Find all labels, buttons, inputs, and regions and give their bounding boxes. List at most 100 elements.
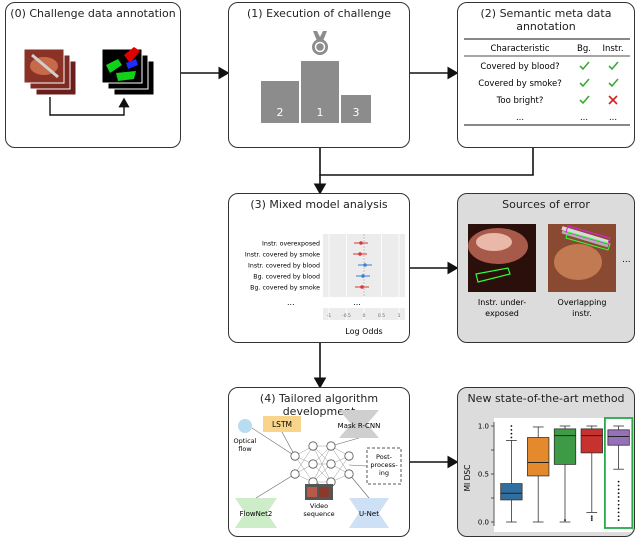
flownet-label: FlowNet2 [240, 510, 273, 518]
boxplot-outlier [510, 432, 513, 435]
forest-point [358, 252, 362, 256]
boxplot-box [553, 428, 577, 465]
mask-frames [101, 47, 155, 96]
panel-tailored-algorithm: (4) Tailored algorithm development LSTM … [228, 387, 410, 537]
panel-sources-of-error: Sources of error Instr. under-exposed Ov… [457, 193, 635, 343]
panel-semantic-meta: (2) Semantic meta data annotation Charac… [457, 2, 635, 148]
forest-tick: -1 [327, 313, 332, 319]
panel-title: (0) Challenge data annotation [10, 7, 176, 20]
meta-row-label: Too bright? [496, 96, 544, 106]
nn-node [290, 451, 300, 461]
lstm-box [263, 416, 301, 432]
panel-title: (4) Tailored algorithm development [259, 392, 379, 418]
unet-shape [349, 498, 389, 528]
boxplot-outlier [617, 480, 620, 483]
forest-point [359, 241, 363, 245]
boxplot-outlier [617, 511, 620, 514]
overlapping-image [548, 224, 616, 292]
header-instr: Instr. [602, 44, 623, 54]
nn-node [308, 459, 318, 469]
boxplot-outlier [590, 517, 593, 520]
boxplot-outlier [510, 428, 513, 431]
boxplot-outlier [510, 436, 513, 439]
check-icon [579, 95, 590, 105]
boxplot-ytick: 1.0 [478, 423, 489, 431]
podium-1: 1 [317, 106, 324, 119]
boxplot-outlier [617, 499, 620, 502]
boxplot-highlight [603, 417, 634, 529]
panel-title: Sources of error [502, 198, 590, 211]
forest-ellipsis-right: ... [353, 298, 361, 307]
nn-node [326, 441, 336, 451]
panel-title: (1) Execution of challenge [246, 7, 391, 20]
nn-link [251, 427, 296, 457]
panel-sota: New state-of-the-art method 0.0 0.5 1.0 MI… [457, 387, 635, 537]
nn-node [308, 441, 318, 451]
forest-row-label: Bg. covered by smoke [250, 285, 320, 292]
maskrcnn-shape [339, 410, 379, 438]
flownet-shape [235, 498, 277, 528]
post-processing-box [366, 447, 402, 485]
meta-row-label: Covered by smoke? [478, 79, 561, 89]
podium-3: 3 [353, 106, 360, 119]
forest-ellipsis-left: ... [287, 298, 295, 307]
nn-edge [294, 445, 314, 475]
boxplot-outlier [617, 484, 620, 487]
check-icon [608, 78, 619, 88]
boxplot-outlier [590, 519, 593, 521]
nn-link [330, 437, 360, 447]
annotation-illustration [23, 47, 155, 116]
forest-tick: 0.5 [378, 313, 385, 319]
forest-point [360, 285, 364, 289]
unet-label: U-Net [359, 510, 379, 518]
surgical-frames [23, 48, 77, 96]
forest-row-label: Instr. covered by smoke [245, 252, 320, 259]
nn-link [348, 473, 370, 499]
panel-title: New state-of-the-art method [467, 392, 625, 405]
header-characteristic: Characteristic [490, 44, 549, 54]
boxplot-ytick: 0.0 [478, 519, 489, 527]
ellipsis-2: ... [580, 113, 588, 123]
boxplot-ytick: 0.5 [478, 471, 489, 479]
caption-underexposed: Instr. under-exposed [478, 298, 526, 318]
cross-icon [608, 95, 618, 105]
nn-edge [330, 455, 350, 483]
podium-2: 2 [277, 106, 284, 119]
forest-point [361, 274, 365, 278]
boxplot: 0.0 0.5 1.0 MI DSC [463, 417, 634, 532]
check-icon [608, 61, 619, 71]
boxplot-outlier [590, 515, 593, 518]
panel-challenge-annotation: (0) Challenge data annotation [5, 2, 181, 148]
boxplot-outlier [510, 425, 513, 427]
panel-title: (2) Semantic meta data annotation [480, 7, 612, 33]
sources-ellipsis: ... [622, 255, 631, 265]
podium-illustration: 2 1 3 [261, 31, 371, 123]
boxplot-outlier [617, 496, 620, 498]
boxplot-outlier [617, 515, 620, 518]
boxplot-box [527, 437, 550, 477]
nn-node [290, 469, 300, 479]
forest-xlabel: Log Odds [345, 327, 382, 336]
nn-edge [312, 445, 332, 483]
underexposed-image [468, 224, 536, 292]
nn-link [348, 464, 368, 467]
meta-table: Characteristic Bg. Instr. Covered by blo… [464, 38, 630, 126]
ellipsis-1: ... [516, 113, 524, 123]
boxplot-outlier [617, 519, 620, 521]
ellipsis-3: ... [609, 113, 617, 123]
boxplot-outlier [617, 488, 620, 491]
boxplot-outlier [617, 492, 620, 495]
boxplot-ylabel: MI DSC [463, 465, 472, 492]
boxplot-outlier [564, 519, 566, 521]
forest-tick: -0.5 [342, 313, 351, 319]
post-processing-label: Post-process-ing [370, 453, 398, 477]
forest-row-label: Instr. covered by blood [248, 263, 320, 270]
maskrcnn-label: Mask R-CNN [338, 422, 381, 430]
check-icon [579, 61, 590, 71]
panel-execution: (1) Execution of challenge 2 1 3 [228, 2, 410, 148]
